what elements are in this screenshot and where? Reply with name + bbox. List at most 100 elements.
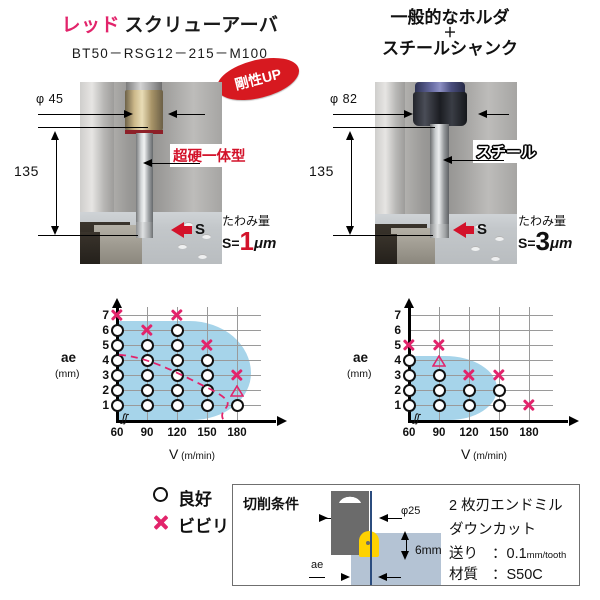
data-point-good <box>140 383 154 397</box>
right-deflection-unit: μm <box>549 235 573 252</box>
data-point-chatter <box>462 368 476 382</box>
right-dia-leader-1 <box>333 114 405 115</box>
right-machine-photo <box>375 82 517 264</box>
x-tick-label: 180 <box>519 427 539 439</box>
material-sep: ： <box>492 567 507 583</box>
data-point-chatter <box>522 398 536 412</box>
left-length-label: 135 <box>14 163 39 179</box>
right-dia-leader-2 <box>487 114 509 115</box>
depth-arrow-up <box>401 531 409 540</box>
y-axis-arrow <box>112 297 122 308</box>
material-label: 材質 <box>449 567 478 583</box>
data-point-good <box>402 383 416 397</box>
left-deflection-value: S=1μm <box>222 228 276 254</box>
y-tick-label: 7 <box>102 308 109 322</box>
data-point-good <box>170 398 184 412</box>
x-tick-label: 150 <box>197 427 217 439</box>
left-title-black: スクリューアーバ <box>124 15 279 36</box>
right-s-arrow-tail <box>464 226 474 234</box>
grid-line-h <box>409 390 553 391</box>
data-point-good <box>110 383 124 397</box>
feed-sep: ： <box>492 546 507 562</box>
right-deflection-label: たわみ量 <box>518 214 567 228</box>
right-title-line1: 一般的なホルダ <box>390 8 510 27</box>
grid-line-h <box>409 375 553 376</box>
center-line <box>370 491 372 585</box>
data-point-good <box>200 383 214 397</box>
y-tick-label: 1 <box>102 398 109 412</box>
y-tick-label: 4 <box>102 353 109 367</box>
right-len-line <box>350 137 352 227</box>
dia-dim-right-arrow <box>379 514 388 522</box>
data-point-good <box>492 383 506 397</box>
right-title-plus: ＋ <box>443 25 457 40</box>
ae-right-ext <box>387 577 401 578</box>
right-deflection-value: S=3μm <box>518 228 573 254</box>
data-point-good <box>492 398 506 412</box>
y-tick-label: 5 <box>394 338 401 352</box>
data-point-good <box>462 383 476 397</box>
y-tick-label: 2 <box>102 383 109 397</box>
data-point-chatter <box>402 338 416 352</box>
data-point-chatter <box>110 308 124 322</box>
right-deflection-prefix: S= <box>518 235 536 251</box>
ae-arrow-right <box>341 573 350 581</box>
right-len-arrow-up <box>346 131 354 140</box>
right-top-extension <box>333 127 435 128</box>
grid-line-h <box>409 405 553 406</box>
x-tick-label: 60 <box>110 427 124 439</box>
y-tick-label: 6 <box>102 323 109 337</box>
conditions-line1: 2 枚刃エンドミル <box>449 498 563 514</box>
right-s-label: S <box>477 221 488 238</box>
x-axis-title: V (m/min) <box>169 446 216 462</box>
x-tick-label: 90 <box>140 427 154 439</box>
data-point-good <box>170 368 184 382</box>
y-axis-arrow <box>404 297 414 308</box>
data-point-good <box>140 353 154 367</box>
right-diameter-label: φ 82 <box>330 92 358 106</box>
data-point-good <box>110 323 124 337</box>
ae-left-ext <box>309 577 325 578</box>
data-point-good <box>170 353 184 367</box>
material-value: S50C <box>506 567 543 583</box>
endmill-flute-wave <box>331 491 369 503</box>
right-length-label: 135 <box>309 163 334 179</box>
right-len-arrow-down <box>346 226 354 235</box>
data-point-good <box>110 368 124 382</box>
x-axis <box>116 420 276 423</box>
grid-line-h <box>409 345 553 346</box>
data-point-chatter <box>170 308 184 322</box>
data-point-good <box>140 368 154 382</box>
grid-line-v <box>499 306 500 420</box>
grid-line-h <box>409 360 553 361</box>
cutting-conditions-box: 切削条件 φ25 6mm ae 2 枚刃エンドミル ダウンカット 送り：0.1m… <box>232 484 580 586</box>
legend-good-icon <box>153 487 168 502</box>
right-callout-label: スチール <box>476 144 537 161</box>
left-len-arrow-down <box>51 226 59 235</box>
left-dia-arrow-left <box>168 110 177 118</box>
left-deflection-label: たわみ量 <box>222 214 271 228</box>
x-tick-label: 120 <box>459 427 479 439</box>
y-tick-label: 6 <box>394 323 401 337</box>
left-s-arrow-tail <box>182 226 192 234</box>
left-deflection-number: 1 <box>239 226 254 256</box>
data-point-good <box>170 323 184 337</box>
data-point-chatter <box>432 338 446 352</box>
data-point-good <box>200 368 214 382</box>
y-axis-title: ae <box>353 350 369 365</box>
left-s-label: S <box>195 221 206 238</box>
feed-unit: mm/tooth <box>526 550 567 561</box>
ae-label: ae <box>311 559 324 571</box>
x-tick-label: 90 <box>432 427 446 439</box>
grid-line-h <box>117 330 261 331</box>
data-point-chatter <box>140 323 154 337</box>
grid-line-h <box>117 315 261 316</box>
right-s-arrow-head <box>453 222 466 238</box>
left-deflection-prefix: S= <box>222 235 240 251</box>
right-callout-leader <box>452 160 504 161</box>
y-tick-label: 2 <box>394 383 401 397</box>
data-point-good <box>432 368 446 382</box>
right-deflection-number: 3 <box>535 226 550 256</box>
